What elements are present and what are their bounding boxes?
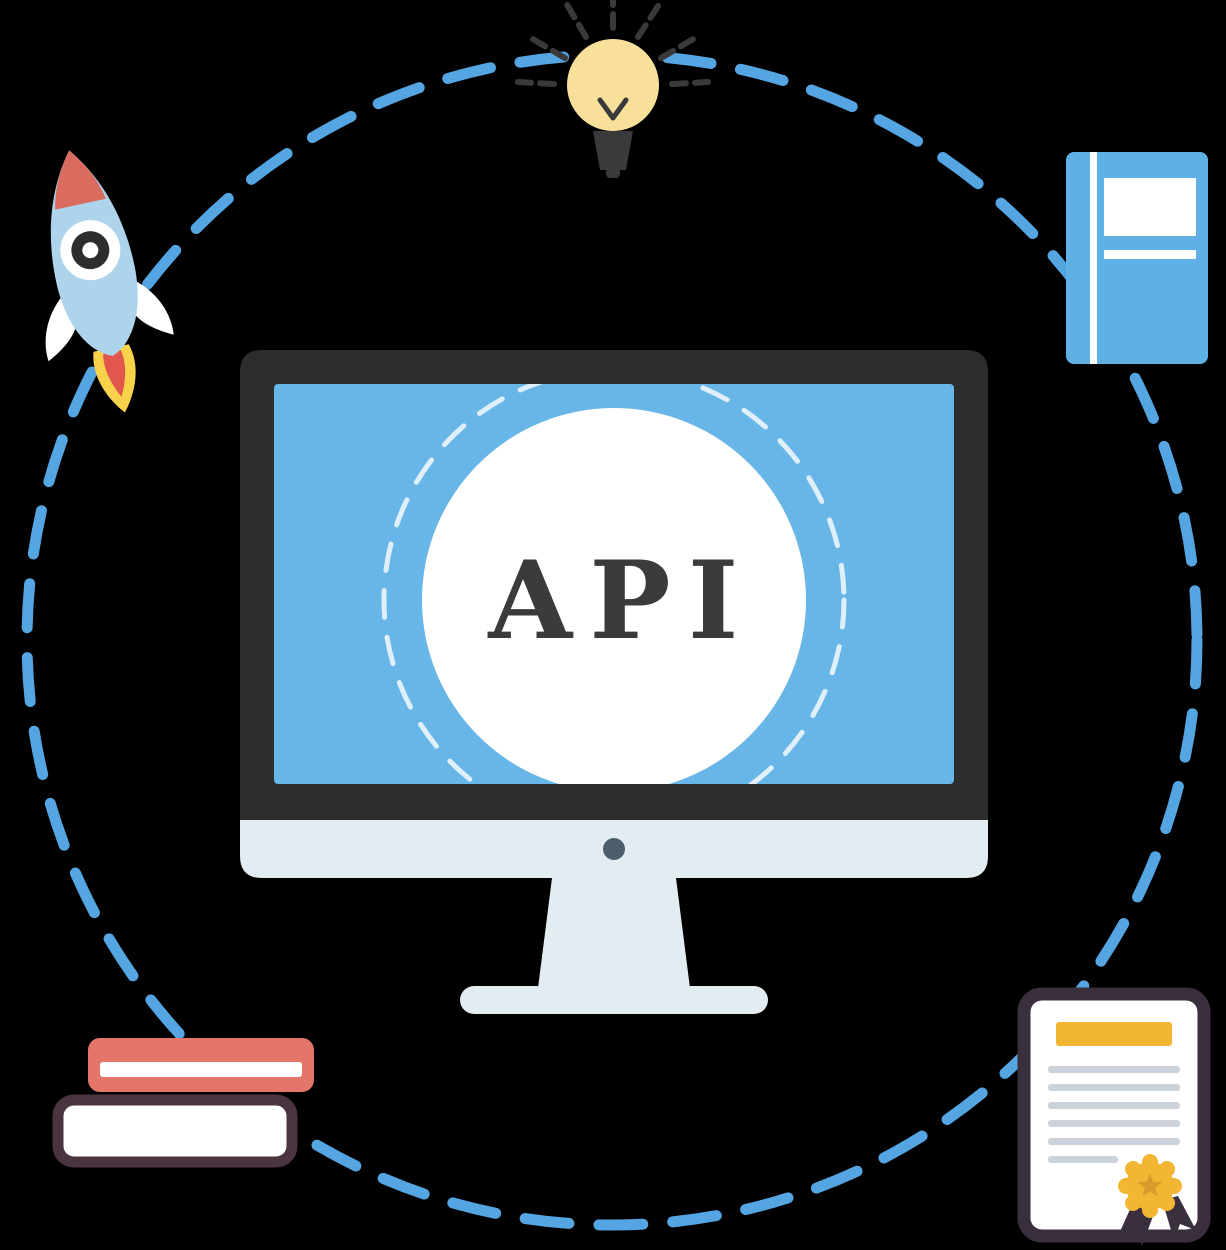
certificate-icon — [1017, 987, 1211, 1246]
monitor-screen-content — [381, 384, 847, 784]
monitor-camera-dot — [603, 838, 625, 860]
monitor-stand-neck — [538, 878, 690, 988]
bulb-ray — [658, 35, 698, 61]
monitor-stand-base — [460, 986, 768, 1014]
certificate-line — [1048, 1138, 1180, 1145]
bulb-base-tip — [606, 168, 620, 178]
notebook-label-rule — [1104, 250, 1196, 259]
certificate-title-bar — [1056, 1022, 1172, 1046]
rocket-icon — [45, 150, 174, 413]
bulb-base — [593, 131, 633, 170]
book-top-pages — [100, 1062, 302, 1077]
rocket-nose-cone — [55, 150, 106, 210]
screen-white-circle — [422, 408, 806, 784]
bulb-filament — [597, 97, 629, 121]
bulb-ray — [669, 79, 711, 87]
notebook-icon — [1066, 152, 1208, 364]
rocket-fin-right — [131, 279, 174, 335]
bulb-ray — [563, 0, 589, 40]
lightbulb-icon — [515, 0, 711, 178]
monitor-icon: API — [240, 350, 988, 1014]
rocket-window-glass — [82, 242, 99, 259]
book-bottom — [52, 1094, 298, 1168]
certificate-line — [1048, 1102, 1180, 1109]
certificate-line — [1048, 1066, 1180, 1073]
books-stack-icon — [52, 1038, 314, 1168]
rocket-flame-inner — [103, 350, 126, 397]
bulb-ray — [515, 79, 557, 87]
certificate-line — [1048, 1156, 1118, 1163]
bulb-glass — [567, 39, 659, 131]
api-text: API — [487, 538, 755, 664]
notebook-spine-line — [1090, 152, 1097, 364]
certificate-line — [1048, 1084, 1180, 1091]
screen-dashed-ring — [381, 384, 847, 784]
rosette-star — [1137, 1173, 1163, 1197]
bulb-ray — [635, 0, 663, 40]
certificate-line — [1048, 1120, 1180, 1127]
notebook-label — [1104, 178, 1196, 236]
bulb-ray — [528, 35, 568, 61]
